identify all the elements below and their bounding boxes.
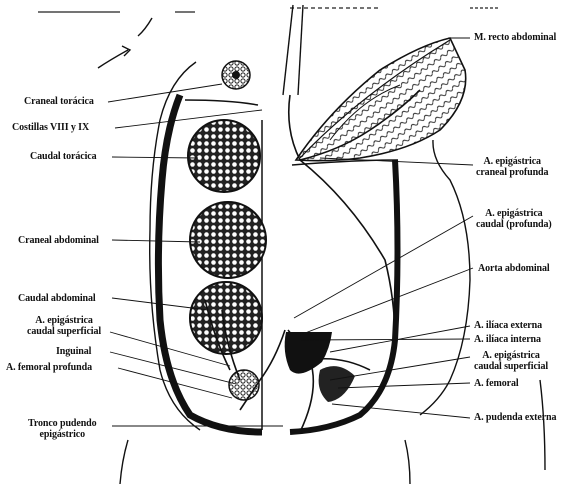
label-line: caudal superficial xyxy=(27,326,101,337)
label-line: epigástrico xyxy=(28,429,97,440)
label-a-epigastrica-caudal-superficial-left: A. epigástrica caudal superficial xyxy=(27,315,101,337)
glands xyxy=(188,61,266,400)
label-a-iliaca-interna: A. ilíaca interna xyxy=(474,334,541,345)
label-tronco-pudendo: Tronco pudendo epigástrico xyxy=(28,418,97,440)
label-a-iliaca-externa: A. ilíaca externa xyxy=(474,320,542,331)
top-scan-marks xyxy=(38,8,500,12)
label-caudal-abdominal: Caudal abdominal xyxy=(18,293,96,304)
label-costillas: Costillas VIII y IX xyxy=(12,122,89,133)
label-craneal-abdominal: Craneal abdominal xyxy=(18,235,99,246)
label-line: craneal profunda xyxy=(476,167,548,178)
label-line: A. epigástrica xyxy=(27,315,101,326)
label-craneal-toracica: Craneal torácica xyxy=(24,96,94,107)
label-a-epigastrica-caudal-superficial-right: A. epigástrica caudal superficial xyxy=(474,350,548,372)
label-a-epigastrica-craneal-profunda: A. epigástrica craneal profunda xyxy=(476,156,548,178)
label-line: caudal superficial xyxy=(474,361,548,372)
label-caudal-toracica: Caudal torácica xyxy=(30,151,97,162)
label-line: Tronco pudendo xyxy=(28,418,97,429)
label-line: A. epigástrica xyxy=(476,208,552,219)
label-a-femoral: A. femoral xyxy=(474,378,519,389)
label-line: A. epigástrica xyxy=(474,350,548,361)
label-m-recto-abdominal: M. recto abdominal xyxy=(474,32,556,43)
label-aorta-abdominal: Aorta abdominal xyxy=(478,263,550,274)
rectus-flap xyxy=(296,38,466,161)
label-line: caudal (profunda) xyxy=(476,219,552,230)
aorta-mass xyxy=(285,332,355,402)
label-a-pudenda-externa: A. pudenda externa xyxy=(474,412,556,423)
label-line: A. epigástrica xyxy=(476,156,548,167)
label-a-femoral-profunda: A. femoral profunda xyxy=(6,362,92,373)
label-inguinal: Inguinal xyxy=(56,346,91,357)
label-a-epigastrica-caudal-profunda: A. epigástrica caudal (profunda) xyxy=(476,208,552,230)
